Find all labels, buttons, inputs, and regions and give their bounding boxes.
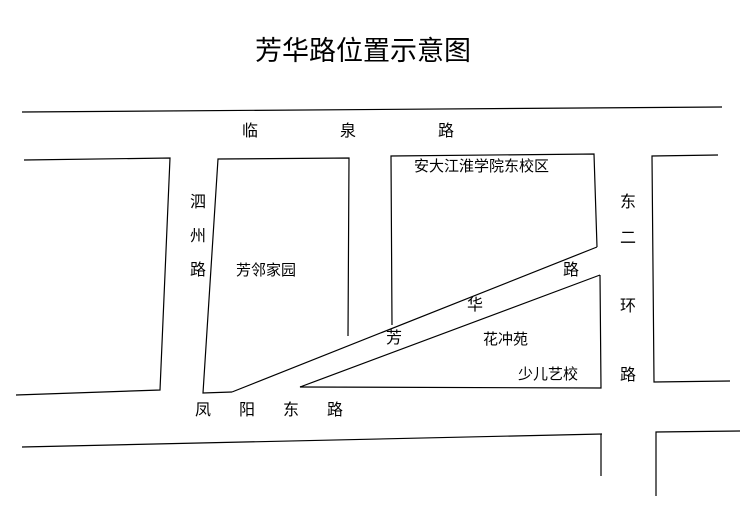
road-label-fengyang-4: 路 xyxy=(327,400,344,419)
road-label-dong2huan-1: 东 xyxy=(620,192,637,211)
road-label-sizhou-2: 州 xyxy=(190,226,207,245)
west-block xyxy=(15,157,171,396)
fanghua-road-edge-upper xyxy=(231,246,598,393)
fanglin-block xyxy=(202,157,350,394)
road-label-dong2huan-3: 环 xyxy=(620,296,637,315)
road-label-linquan-3: 路 xyxy=(438,121,455,140)
road-label-sizhou-1: 泗 xyxy=(190,192,207,211)
place-label-huachong: 花冲苑 xyxy=(483,330,529,348)
road-label-fengyang-3: 东 xyxy=(283,400,300,419)
road-label-dong2huan-4: 路 xyxy=(620,365,637,384)
road-label-fanghua-2: 华 xyxy=(467,295,484,314)
place-label-shaoer: 少儿艺校 xyxy=(518,365,579,383)
anda-block xyxy=(390,153,598,326)
road-label-fanghua-1: 芳 xyxy=(386,328,403,347)
place-label-anda: 安大江淮学院东校区 xyxy=(414,157,550,175)
place-label-fanglin: 芳邻家园 xyxy=(236,261,297,279)
road-label-linquan-1: 临 xyxy=(242,121,259,140)
south-east-block xyxy=(655,430,741,496)
road-label-linquan-2: 泉 xyxy=(340,121,357,140)
huachong-triangle xyxy=(299,274,602,389)
road-label-fanghua-3: 路 xyxy=(563,260,580,279)
road-label-dong2huan-2: 二 xyxy=(620,228,637,247)
road-label-fengyang-1: 凤 xyxy=(195,400,212,419)
linquan-road-top-edge xyxy=(21,106,723,113)
map-title: 芳华路位置示意图 xyxy=(255,36,471,67)
east-block xyxy=(651,154,731,383)
road-label-fengyang-2: 阳 xyxy=(239,400,256,419)
road-label-sizhou-3: 路 xyxy=(190,260,207,279)
fengyang-road-bottom-edge xyxy=(21,433,603,448)
